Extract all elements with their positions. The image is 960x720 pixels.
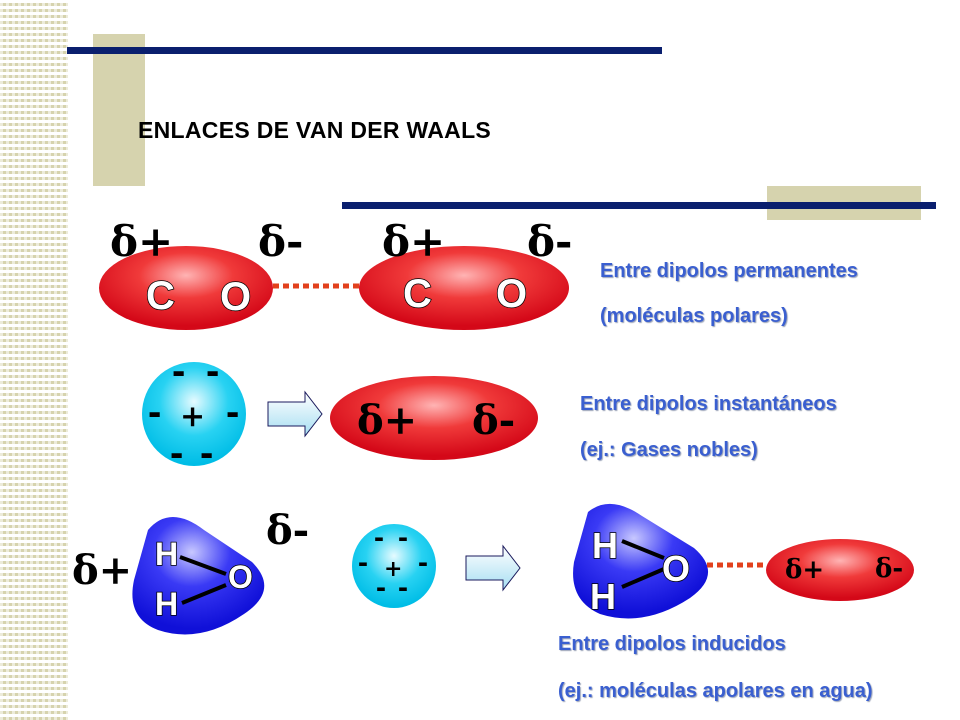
charge-minus: - — [206, 349, 219, 393]
atom-hydrogen: H — [590, 576, 616, 617]
atom-hydrogen: H — [155, 536, 178, 572]
bond-oh-upper — [179, 555, 227, 576]
induced-dipole-ellipse — [766, 539, 914, 601]
charge-minus: - — [374, 521, 384, 554]
delta-minus-2: δ- — [527, 217, 572, 266]
delta-minus-3: δ- — [472, 397, 515, 444]
noble-gas-atom: - - - + - - - — [142, 349, 246, 475]
delta-minus-1: δ- — [258, 217, 303, 266]
note-instant-line1: Entre dipolos instantáneos — [580, 393, 837, 415]
atom-carbon-left: C — [146, 274, 175, 318]
note-permanent-line1: Entre dipolos permanentes — [600, 260, 858, 282]
note-instant-line2: (ej.: Gases nobles) — [580, 439, 758, 461]
bond-oh-lower — [621, 567, 665, 589]
instant-dipole-ellipse — [330, 376, 538, 460]
note-induced-line2: (ej.: moléculas apolares en agua) — [558, 680, 873, 702]
cyan-atom-small — [352, 524, 436, 608]
note-induced-line1: Entre dipolos inducidos — [558, 633, 786, 655]
charge-minus: - — [200, 431, 213, 475]
decor-block-left — [93, 34, 145, 186]
delta-minus-5: δ- — [875, 554, 903, 584]
atom-hydrogen: H — [155, 586, 178, 622]
accent-bar-middle — [342, 202, 936, 209]
charge-minus: - — [172, 349, 185, 393]
atom-hydrogen: H — [592, 525, 618, 566]
striped-margin-decoration — [0, 0, 68, 720]
charge-minus: - — [170, 431, 183, 475]
charge-plus: + — [384, 556, 402, 582]
charge-minus: - — [398, 571, 408, 604]
charge-plus: + — [180, 399, 205, 434]
charge-minus: - — [148, 390, 161, 434]
induced-dipole-molecule: δ+ δ- — [766, 539, 914, 601]
page-title: ENLACES DE VAN DER WAALS — [138, 117, 492, 143]
co-ellipse-left — [99, 246, 273, 330]
delta-plus-1: δ+ — [110, 217, 173, 266]
delta-minus-4: δ- — [266, 507, 309, 554]
co-molecule-right: C O — [359, 246, 569, 330]
atom-oxygen-left: O — [220, 275, 251, 319]
apolar-atom: - - - + - - - — [352, 521, 436, 608]
water-shape-right — [573, 503, 709, 619]
delta-plus-5: δ+ — [785, 555, 824, 585]
co-molecule-left: C O — [99, 246, 273, 330]
co-ellipse-right — [359, 246, 569, 330]
delta-plus-2: δ+ — [382, 217, 445, 266]
note-permanent-line2: (moléculas polares) — [600, 305, 788, 327]
water-molecule-left: H O H — [132, 517, 265, 635]
arrow-right-icon — [267, 390, 323, 438]
atom-oxygen: O — [228, 559, 253, 595]
water-shape-left — [132, 517, 265, 635]
delta-plus-3: δ+ — [357, 397, 417, 444]
bond-oh-upper — [621, 539, 665, 560]
charge-minus: - — [398, 521, 408, 554]
atom-oxygen-right: O — [496, 272, 527, 316]
cyan-atom — [142, 362, 246, 466]
atom-carbon-right: C — [403, 272, 432, 316]
water-molecule-right: H O H — [573, 503, 709, 619]
charge-minus: - — [376, 571, 386, 604]
atom-oxygen: O — [662, 548, 690, 589]
instant-dipole-molecule: δ+ δ- — [330, 376, 538, 460]
delta-plus-4: δ+ — [72, 547, 132, 594]
charge-minus: - — [226, 390, 239, 434]
charge-minus: - — [358, 546, 368, 579]
arrow-right-icon — [465, 544, 521, 592]
charge-minus: - — [418, 546, 428, 579]
accent-bar-top — [67, 47, 662, 54]
bond-oh-lower — [181, 583, 227, 605]
